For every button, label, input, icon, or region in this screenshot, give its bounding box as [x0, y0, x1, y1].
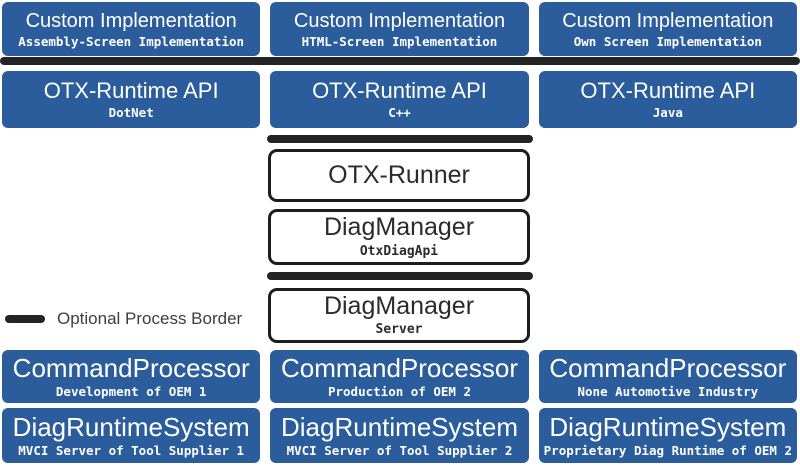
box-title: OTX-Runtime API [312, 77, 487, 103]
box-diag-runtime-supplier2: DiagRuntimeSystem MVCI Server of Tool Su… [270, 408, 529, 463]
box-otx-runner: OTX-Runner [268, 149, 530, 202]
box-subtitle: DotNet [108, 105, 154, 121]
box-subtitle: Assembly-Screen Implementation [18, 33, 245, 49]
box-title: OTX-Runner [328, 160, 470, 189]
box-title: OTX-Runtime API [580, 77, 756, 103]
box-subtitle: MVCI Server of Tool Supplier 1 [18, 443, 245, 459]
box-otx-runtime-api-java: OTX-Runtime API Java [538, 71, 797, 128]
box-subtitle: C++ [388, 105, 411, 121]
box-title: Custom Implementation [293, 9, 506, 32]
box-subtitle: Development of OEM 1 [55, 384, 207, 400]
box-title: Custom Implementation [562, 9, 774, 32]
box-diag-manager-otxdiagapi: DiagManager OtxDiagApi [268, 209, 530, 265]
box-otx-runtime-api-dotnet: OTX-Runtime API DotNet [2, 71, 261, 128]
process-border-bar-middle-lower [267, 272, 533, 280]
box-command-processor-nonauto: CommandProcessor None Automotive Industr… [538, 350, 797, 403]
box-subtitle: Java [652, 105, 683, 121]
process-border-legend-swatch [5, 315, 45, 323]
box-command-processor-oem2: CommandProcessor Production of OEM 2 [270, 350, 529, 403]
box-custom-implementation-assembly: Custom Implementation Assembly-Screen Im… [2, 2, 261, 56]
box-subtitle: HTML-Screen Implementation [301, 33, 498, 49]
box-diag-runtime-supplier1: DiagRuntimeSystem MVCI Server of Tool Su… [2, 408, 261, 463]
box-subtitle: Production of OEM 2 [327, 384, 471, 400]
box-title: DiagRuntimeSystem [281, 411, 518, 442]
box-subtitle: Proprietary Diag Runtime of OEM 2 [543, 443, 792, 459]
box-title: CommandProcessor [12, 352, 250, 383]
box-command-processor-oem1: CommandProcessor Development of OEM 1 [2, 350, 261, 403]
legend-label: Optional Process Border [57, 309, 243, 328]
box-diag-runtime-proprietary: DiagRuntimeSystem Proprietary Diag Runti… [538, 408, 797, 463]
box-title: DiagRuntimeSystem [549, 411, 787, 442]
box-title: DiagManager [323, 291, 475, 320]
process-border-bar-middle-upper [267, 135, 533, 143]
box-title: DiagManager [323, 213, 475, 242]
otx-runtime-api-row: OTX-Runtime API DotNet OTX-Runtime API C… [2, 71, 797, 128]
box-title: Custom Implementation [25, 9, 237, 32]
custom-implementation-row: Custom Implementation Assembly-Screen Im… [2, 2, 797, 56]
box-subtitle: MVCI Server of Tool Supplier 2 [286, 443, 513, 459]
box-title: DiagRuntimeSystem [12, 411, 250, 442]
legend: Optional Process Border [5, 305, 242, 333]
command-processor-row: CommandProcessor Development of OEM 1 Co… [2, 350, 797, 403]
box-title: CommandProcessor [281, 352, 518, 383]
box-subtitle: OtxDiagApi [359, 243, 439, 259]
box-diag-manager-server: DiagManager Server [268, 288, 530, 343]
box-custom-implementation-html: Custom Implementation HTML-Screen Implem… [270, 2, 529, 56]
box-custom-implementation-own: Custom Implementation Own Screen Impleme… [538, 2, 797, 56]
box-title: OTX-Runtime API [43, 77, 219, 103]
box-subtitle: Server [375, 322, 423, 338]
box-otx-runtime-api-cpp: OTX-Runtime API C++ [270, 71, 529, 128]
diag-runtime-system-row: DiagRuntimeSystem MVCI Server of Tool Su… [2, 408, 797, 463]
box-subtitle: None Automotive Industry [577, 384, 759, 400]
process-border-bar-top [0, 57, 800, 65]
box-title: CommandProcessor [549, 352, 787, 383]
box-subtitle: Own Screen Implementation [573, 33, 762, 49]
